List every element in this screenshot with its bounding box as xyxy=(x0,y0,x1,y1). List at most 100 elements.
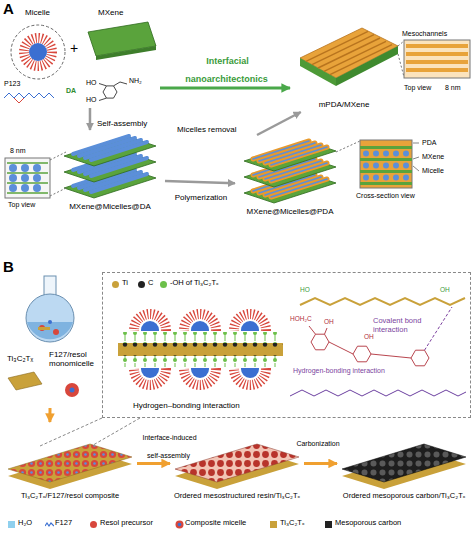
interface-magnified xyxy=(141,321,159,331)
top-view-inset-left xyxy=(50,188,66,196)
top-view-inset-left xyxy=(7,163,48,193)
stage-box: mPDA/MXene xyxy=(290,12,398,112)
stage-caption: mPDA/MXene xyxy=(290,100,398,109)
carbon-sheet xyxy=(342,444,466,482)
edge-label-holder: Self-assembly xyxy=(96,112,166,130)
top-view-inset-left xyxy=(21,184,29,192)
micelle-stack-pda xyxy=(244,141,336,203)
chemical-structure xyxy=(329,342,353,354)
annotation-label: A xyxy=(3,0,14,17)
top-view-inset-left xyxy=(33,164,41,172)
top-view-inset xyxy=(406,68,468,72)
dopamine-structure xyxy=(103,86,117,98)
mxene-sheet xyxy=(96,46,156,60)
cross-section-inset xyxy=(373,163,379,169)
micelle-illustration xyxy=(14,98,24,103)
leader-lines xyxy=(40,418,102,446)
legend-swatch xyxy=(325,521,332,528)
mpda-mxene-sheet xyxy=(300,28,398,86)
top-view-inset-left xyxy=(5,158,50,198)
mpda-mxene-sheet xyxy=(306,31,368,61)
annotation-label: Mesochannels xyxy=(402,30,447,38)
flask-illustration xyxy=(8,372,42,390)
edge-label-holder: Interface-induced self-assembly xyxy=(138,426,200,463)
chemical-structure xyxy=(425,307,453,350)
cross-section-inset xyxy=(360,158,412,161)
chemical-structure xyxy=(290,298,466,396)
top-view-inset xyxy=(406,44,468,72)
legend-text: -OH of Ti₃C₂Tₓ xyxy=(170,279,218,288)
interface-magnified xyxy=(241,368,259,378)
process-arrow xyxy=(137,462,170,465)
cross-section-inset xyxy=(360,182,412,185)
annotation-label: HO xyxy=(86,96,97,104)
interface-magnified xyxy=(234,314,266,331)
legend-text: Mesoporous carbon xyxy=(335,519,401,528)
legend-swatch xyxy=(45,520,54,529)
cross-section-inset xyxy=(336,140,419,188)
cross-section-inset xyxy=(413,143,419,171)
annotation-label: DA xyxy=(66,87,76,95)
edge-label: Polymerization xyxy=(174,193,228,202)
stage-box: Ti₃C₂Tₓ F127/resol monomicelle xyxy=(3,272,97,408)
cross-section-inset xyxy=(413,143,419,144)
cross-section-inset xyxy=(393,163,399,169)
micelle-stack-da xyxy=(64,136,156,166)
chemical-structure xyxy=(290,390,466,396)
top-view-inset-left xyxy=(9,174,17,182)
dopamine-structure xyxy=(114,82,128,86)
interface-magnified xyxy=(118,356,283,367)
process-arrow xyxy=(165,181,235,183)
legend-swatch xyxy=(112,281,119,288)
edge-label-holder: Polymerization xyxy=(168,186,234,204)
interface-magnified xyxy=(234,368,266,385)
stage-caption: MXene@Micelles@DA xyxy=(55,202,165,211)
interface-magnified xyxy=(141,368,159,378)
cross-section-inset xyxy=(373,151,379,157)
flask-illustration xyxy=(48,320,52,324)
legend-swatch xyxy=(175,520,184,529)
chemical-structure xyxy=(371,354,411,358)
cross-section-inset xyxy=(363,163,369,169)
legend-swatch xyxy=(90,521,97,528)
dopamine-structure xyxy=(99,82,127,101)
mpda-mxene-sheet xyxy=(336,46,398,86)
legend-text: F127 xyxy=(55,519,72,528)
edge-label: Interface-induced self-assembly xyxy=(141,434,196,459)
top-view-inset xyxy=(406,52,468,56)
mpda-mxene-sheet xyxy=(324,41,386,71)
stage-caption: MXene xyxy=(98,8,123,17)
edge-label: Carbonization xyxy=(295,440,340,447)
top-view-inset-left xyxy=(33,184,41,192)
top-view-inset xyxy=(404,40,470,78)
stage-caption: Micelle xyxy=(25,8,50,17)
stage-caption: Ti₃C₂Tₓ xyxy=(7,354,33,363)
flask-illustration xyxy=(53,329,59,335)
magnified-view-box: Covalent bond interactionHydrogen-bondin… xyxy=(102,272,471,418)
annotation-label: Top view xyxy=(404,84,431,92)
leader-lines xyxy=(88,418,140,448)
stage-caption: Ordered mesostructured resin/Ti₃C₂Tₓ xyxy=(170,492,304,501)
dopamine-structure xyxy=(99,98,107,100)
flask-illustration xyxy=(65,383,79,397)
micelle-illustration xyxy=(29,43,47,61)
annotation-label: B xyxy=(3,258,14,275)
cross-section-inset xyxy=(363,151,409,181)
stage-caption: F127/resol monomicelle xyxy=(49,350,97,368)
cross-section-inset xyxy=(363,151,369,157)
edge-label-holder: Micelles removal xyxy=(176,118,252,136)
annotation-label: PDA xyxy=(422,139,436,147)
flask-illustration xyxy=(38,327,50,330)
interface-magnified xyxy=(118,314,283,385)
resin-sheet xyxy=(175,444,299,482)
mpda-mxene-sheet xyxy=(318,38,380,68)
stage-caption: Ordered mesoporous carbon/Ti₃C₂Tₓ xyxy=(337,492,471,501)
cross-section-inset xyxy=(383,175,389,181)
mxene-sheet xyxy=(88,22,156,60)
top-view-inset-left xyxy=(9,164,17,172)
edge-label-holder: Carbonization xyxy=(290,432,346,450)
cross-section-inset xyxy=(383,163,389,169)
process-arrow xyxy=(304,462,337,465)
interface-magnified xyxy=(134,368,266,385)
stage-box: Ti₃C₂Tₓ/F127/resol composite xyxy=(3,422,137,514)
